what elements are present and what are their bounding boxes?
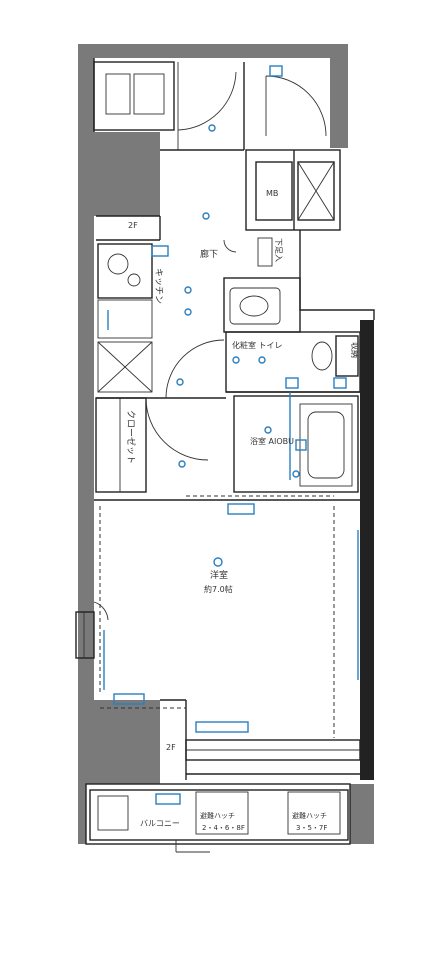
label-ps-lower: 2F	[166, 743, 176, 752]
label-unit-b-sub: 3・5・7F	[296, 824, 327, 832]
door-swings	[93, 71, 327, 621]
label-living: 洋室	[210, 569, 228, 581]
room-labels: 廊下 キッチン 化粧室 トイレ 浴室 AIOBU クローゼット 洋室 約7.0帖…	[125, 189, 360, 832]
label-toilet: 化粧室 トイレ	[232, 340, 283, 350]
fixtures	[105, 73, 345, 479]
label-closet: クローゼット	[125, 410, 137, 464]
room-outlines	[75, 58, 375, 853]
label-unit-b: 避難ハッチ	[292, 811, 327, 820]
electrical-symbols	[103, 65, 359, 805]
label-storage: 収納	[350, 342, 360, 358]
label-unit-a-sub: 2・4・6・8F	[202, 824, 245, 832]
label-shoe-box: 下足入	[274, 238, 283, 262]
label-mb: MB	[266, 189, 278, 198]
walls	[78, 44, 374, 844]
label-bath: 浴室 AIOBU	[250, 436, 294, 446]
label-unit-a: 避難ハッチ	[200, 811, 235, 820]
label-ps-upper: 2F	[128, 221, 138, 230]
label-living-size: 約7.0帖	[204, 584, 233, 594]
label-balcony: バルコニー	[140, 819, 180, 828]
label-kitchen: キッチン	[153, 268, 164, 304]
label-hallway: 廊下	[200, 248, 218, 260]
